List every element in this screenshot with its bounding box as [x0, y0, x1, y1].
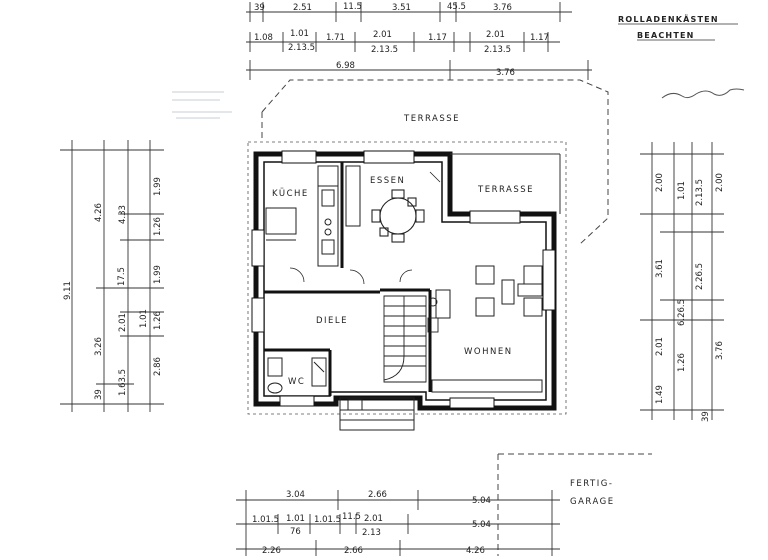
- dim-top-r1-a: 39: [254, 3, 265, 13]
- right-dimension-chains: [640, 142, 724, 420]
- terrace-outline: [261, 79, 609, 245]
- dim-left-f: 1.99: [153, 265, 163, 284]
- dim-top-r3-b: 3.76: [496, 68, 515, 78]
- dim-bot-r2-e: 2.01: [364, 514, 383, 524]
- dim-top-r2-e: 1.17: [428, 33, 447, 43]
- dim-top-r2-d-sub: 2.13.5: [371, 45, 398, 55]
- living-furniture-icon: [431, 265, 543, 393]
- dim-top-r2-c: 1.71: [326, 33, 345, 43]
- label-garage-2: GARAGE: [570, 497, 615, 507]
- dim-left-e: 1.26: [153, 217, 163, 236]
- dim-top-r1-c: 11.5: [343, 2, 362, 12]
- dim-left-n: 39: [94, 389, 104, 400]
- right-dimension-labels: 2.00 2.00 1.01 2.13.5 3.61 2.26.5 6.26.5…: [655, 173, 725, 422]
- dim-bot-r2-b: 1.01: [286, 514, 305, 524]
- dim-right-d: 2.13.5: [695, 179, 705, 206]
- entrance-steps: [339, 397, 415, 431]
- dim-right-h: 2.01: [655, 337, 665, 356]
- dim-top-r1-e: 45.5: [447, 2, 466, 12]
- dim-right-g: 6.26.5: [677, 299, 687, 326]
- kitchen-fixtures: [265, 165, 361, 267]
- dining-table-icon: [371, 189, 425, 243]
- note-line-1: ROLLADENKÄSTEN: [618, 14, 719, 24]
- label-terrace-outer: TERRASSE: [403, 114, 460, 124]
- dim-bot-r2-f: 5.04: [472, 520, 491, 530]
- dim-top-r3-a: 6.98: [336, 61, 355, 71]
- dim-bot-r2-d: 11.5: [342, 512, 361, 522]
- stair-icon: [383, 295, 439, 383]
- dim-top-r2-g: 1.17: [530, 33, 549, 43]
- label-kitchen: KÜCHE: [272, 188, 309, 199]
- label-hall: DIELE: [316, 316, 348, 326]
- dim-top-r1-f: 3.76: [493, 3, 512, 13]
- terrace-inner-frame: [450, 153, 561, 214]
- shutter-note: ROLLADENKÄSTEN BEACHTEN: [618, 14, 738, 41]
- dim-bot-r2-e-sub: 2.13: [362, 528, 381, 538]
- dim-left-j: 1.01: [139, 309, 149, 328]
- dim-left-m: 1.63.5: [118, 369, 128, 396]
- dim-bot-r1-b: 2.66: [368, 490, 387, 500]
- dim-bot-r2-c: 1.01.5: [314, 515, 341, 525]
- dim-bot-r3-a: 2.26: [262, 546, 281, 556]
- bottom-dimension-labels: 3.04 2.66 5.04 1.01.5 1.01 76 1.01.5 11.…: [252, 490, 491, 556]
- dim-right-a: 2.00: [655, 173, 665, 192]
- dim-bot-r3-b: 2.66: [344, 546, 363, 556]
- label-living: WOHNEN: [464, 347, 513, 357]
- dim-bot-r3-c: 4.26: [466, 546, 485, 556]
- dim-bot-r2-b-sub: 76: [290, 527, 301, 537]
- dim-right-b: 2.00: [715, 173, 725, 192]
- dim-left-i: 2.01: [118, 313, 128, 332]
- door-swings: [289, 171, 441, 285]
- label-garage-1: FERTIG-: [570, 479, 613, 489]
- bottom-dimension-chains: [236, 490, 560, 556]
- dim-right-k: 1.49: [655, 385, 665, 404]
- note-line-2: BEACHTEN: [637, 31, 695, 40]
- dim-right-i: 1.26: [677, 353, 687, 372]
- windows: [251, 150, 556, 409]
- dim-top-r1-d: 3.51: [392, 3, 411, 13]
- dim-left-d: 1.99: [153, 177, 163, 196]
- dim-right-j: 3.76: [715, 341, 725, 360]
- dim-right-c: 1.01: [677, 181, 687, 200]
- dim-bot-r1-a: 3.04: [286, 490, 305, 500]
- dim-top-r1-b: 2.51: [293, 3, 312, 13]
- dim-left-c: 4.33: [118, 205, 128, 224]
- dim-left-h: 3.26: [94, 337, 104, 356]
- dim-left-k: 1.26: [153, 311, 163, 330]
- dim-left-b: 4.26: [94, 203, 104, 222]
- left-dimension-chains: [60, 140, 164, 412]
- dim-top-r2-b: 1.01: [290, 29, 309, 39]
- label-terrace-inner: TERRASSE: [477, 185, 534, 195]
- dim-right-f: 2.26.5: [695, 263, 705, 290]
- dim-bot-r2-a: 1.01.5: [252, 515, 279, 525]
- dim-left-g: 17.5: [117, 267, 127, 286]
- dim-top-r2-b-sub: 2.13.5: [288, 43, 315, 53]
- faint-stamp: [172, 91, 232, 119]
- dim-top-r2-a: 1.08: [254, 33, 273, 43]
- wc-fixtures: [267, 357, 327, 394]
- interior-walls: [264, 162, 432, 396]
- dim-top-r2-f-sub: 2.13.5: [484, 45, 511, 55]
- dim-top-r2-d: 2.01: [373, 30, 392, 40]
- dim-right-l: 39: [701, 411, 711, 422]
- dim-bot-r1-c: 5.04: [472, 496, 491, 506]
- house-frame-dashed: [247, 141, 567, 415]
- top-dimension-chains: [246, 2, 592, 80]
- garage-outline: [497, 453, 652, 556]
- left-dimension-labels: 9.11 4.26 4.33 1.99 1.26 1.99 17.5 3.26 …: [63, 177, 163, 400]
- dim-left-total: 9.11: [63, 281, 73, 300]
- signature-scribble: [661, 88, 745, 99]
- label-dining: ESSEN: [370, 176, 405, 186]
- label-wc: WC: [288, 377, 305, 387]
- dim-right-e: 3.61: [655, 259, 665, 278]
- top-dimension-labels: 39 2.51 11.5 3.51 45.5 3.76 1.08 1.01 2.…: [254, 2, 549, 78]
- dim-left-l: 2.86: [153, 357, 163, 376]
- dim-top-r2-f: 2.01: [486, 30, 505, 40]
